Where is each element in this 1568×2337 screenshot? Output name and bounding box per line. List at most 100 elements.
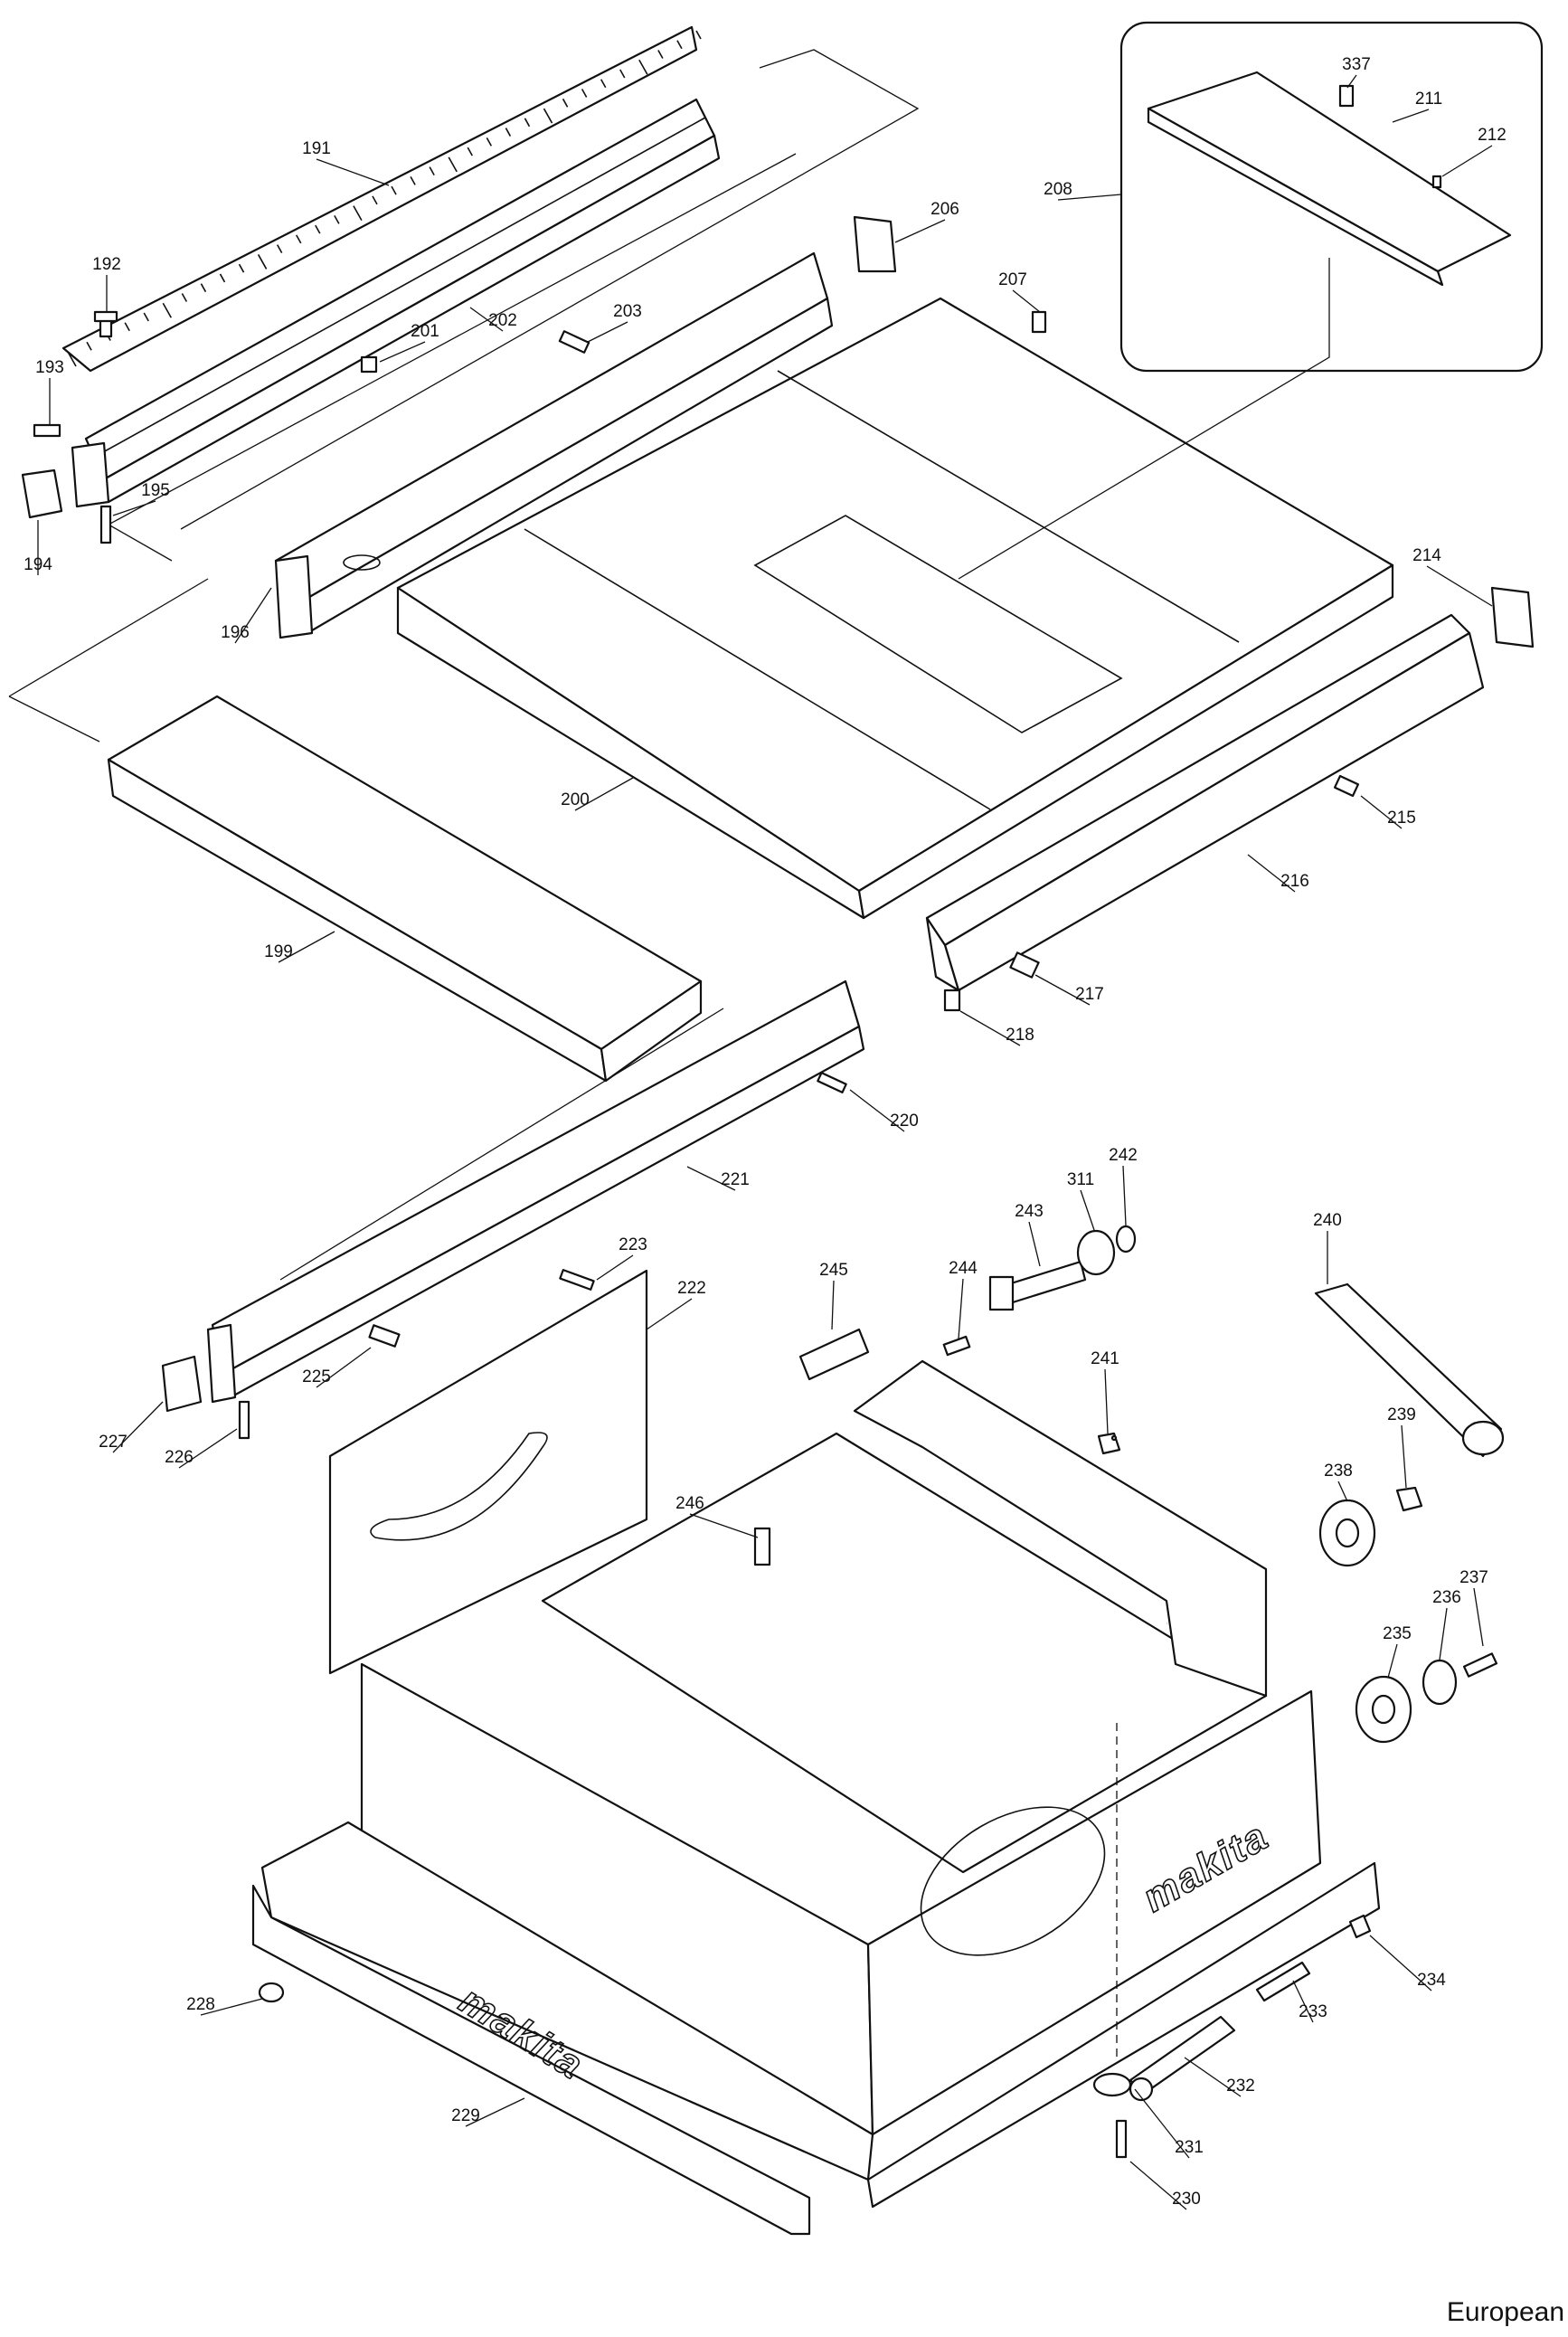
leader-c237 [1473,1587,1484,1647]
callout-196: 196 [221,623,250,642]
callout-223: 223 [619,1235,647,1254]
clip-217 [1009,951,1040,979]
screw-193 [33,423,61,438]
leader-c311 [1080,1189,1095,1231]
leader-c202 [469,307,504,332]
leader-c232 [1184,2057,1242,2097]
leader-c226 [178,1428,238,1469]
table-top-part [396,297,1394,920]
callout-214: 214 [1412,546,1441,565]
callout-217: 217 [1075,985,1104,1004]
leader-c218 [959,1010,1021,1046]
callout-193: 193 [35,358,64,377]
throat-plate-inset-208 [1119,21,1544,373]
callout-234: 234 [1417,1971,1446,1990]
screw-220 [817,1072,847,1093]
rail-221-part [206,979,865,1404]
end-cap-206 [853,215,897,273]
leader-lines [37,74,1493,2210]
callout-236: 236 [1432,1588,1461,1607]
side-panel-222 [328,1269,648,1675]
leader-c229 [465,2097,525,2127]
hardware-group [33,84,1505,2159]
pin-233 [1255,1961,1311,2002]
screw-203 [558,330,590,354]
callout-242: 242 [1109,1146,1138,1165]
callout-231: 231 [1175,2138,1204,2157]
pulley-235 [1355,1675,1412,1744]
base-cabinet-part [251,1359,1381,2236]
callout-201: 201 [411,322,439,341]
leader-c208 [1057,194,1122,201]
callout-246: 246 [675,1494,704,1513]
block-231 [1092,2072,1132,2097]
lever-240 [1314,1282,1505,1458]
callout-239: 239 [1387,1405,1416,1424]
callout-202: 202 [488,311,517,330]
washer-236 [1422,1659,1458,1706]
callout-235: 235 [1383,1624,1412,1643]
callout-226: 226 [165,1448,194,1467]
leader-c212 [1441,145,1493,177]
end-cap-214 [1490,586,1535,648]
callout-233: 233 [1299,2002,1327,2021]
screw-244 [942,1335,971,1357]
screw-201 [360,355,378,374]
callout-228: 228 [186,1995,215,2014]
leader-c243 [1028,1221,1041,1267]
leader-c245 [831,1280,835,1330]
leader-c211 [1392,109,1430,123]
leader-c195 [112,500,156,516]
leader-c201 [379,341,426,363]
callout-194: 194 [24,555,52,574]
gear-238 [1318,1499,1376,1567]
leader-c242 [1122,1165,1127,1226]
rule-scale-part [61,25,702,373]
leader-c215 [1360,795,1403,829]
callout-199: 199 [264,942,293,961]
end-cap-227 [161,1355,203,1413]
leader-c241 [1104,1368,1109,1434]
callout-220: 220 [890,1112,919,1131]
leader-c203 [587,321,628,343]
leader-c196 [234,587,272,644]
callout-337: 337 [1342,55,1371,74]
nut-234 [1348,1914,1372,1939]
screw-218 [943,989,961,1012]
leader-c191 [316,158,390,186]
region-label: European [1446,2297,1564,2327]
leader-c200 [574,777,634,811]
leader-c207 [1012,289,1041,313]
callout-229: 229 [451,2106,480,2125]
screw-230 [1115,2119,1128,2159]
callout-192: 192 [92,255,121,274]
screw-215 [1333,774,1360,798]
screw-226 [238,1400,250,1440]
pin-232 [1129,2015,1236,2102]
screw-195 [99,505,112,544]
leader-c222 [646,1298,693,1330]
bolt-243 [988,1260,1087,1311]
rail-196-part [274,251,834,639]
leader-c214 [1426,565,1493,607]
leader-c231 [1134,2088,1190,2159]
callout-203: 203 [613,302,642,321]
end-cap-194 [21,468,63,519]
leader-c221 [686,1166,736,1191]
leader-c206 [894,219,946,243]
leader-c244 [958,1278,964,1339]
callout-311: 311 [1067,1170,1094,1189]
callout-240: 240 [1313,1211,1342,1230]
screw-223 [559,1269,595,1291]
callout-238: 238 [1324,1462,1353,1481]
leader-c235 [1387,1643,1398,1679]
rail-216-part [925,613,1485,992]
leader-c223 [596,1254,634,1281]
callout-225: 225 [302,1367,331,1386]
bolt-237 [1462,1652,1498,1678]
screw-207 [1031,310,1047,334]
leader-c236 [1439,1607,1448,1660]
pin-212 [1431,175,1442,189]
